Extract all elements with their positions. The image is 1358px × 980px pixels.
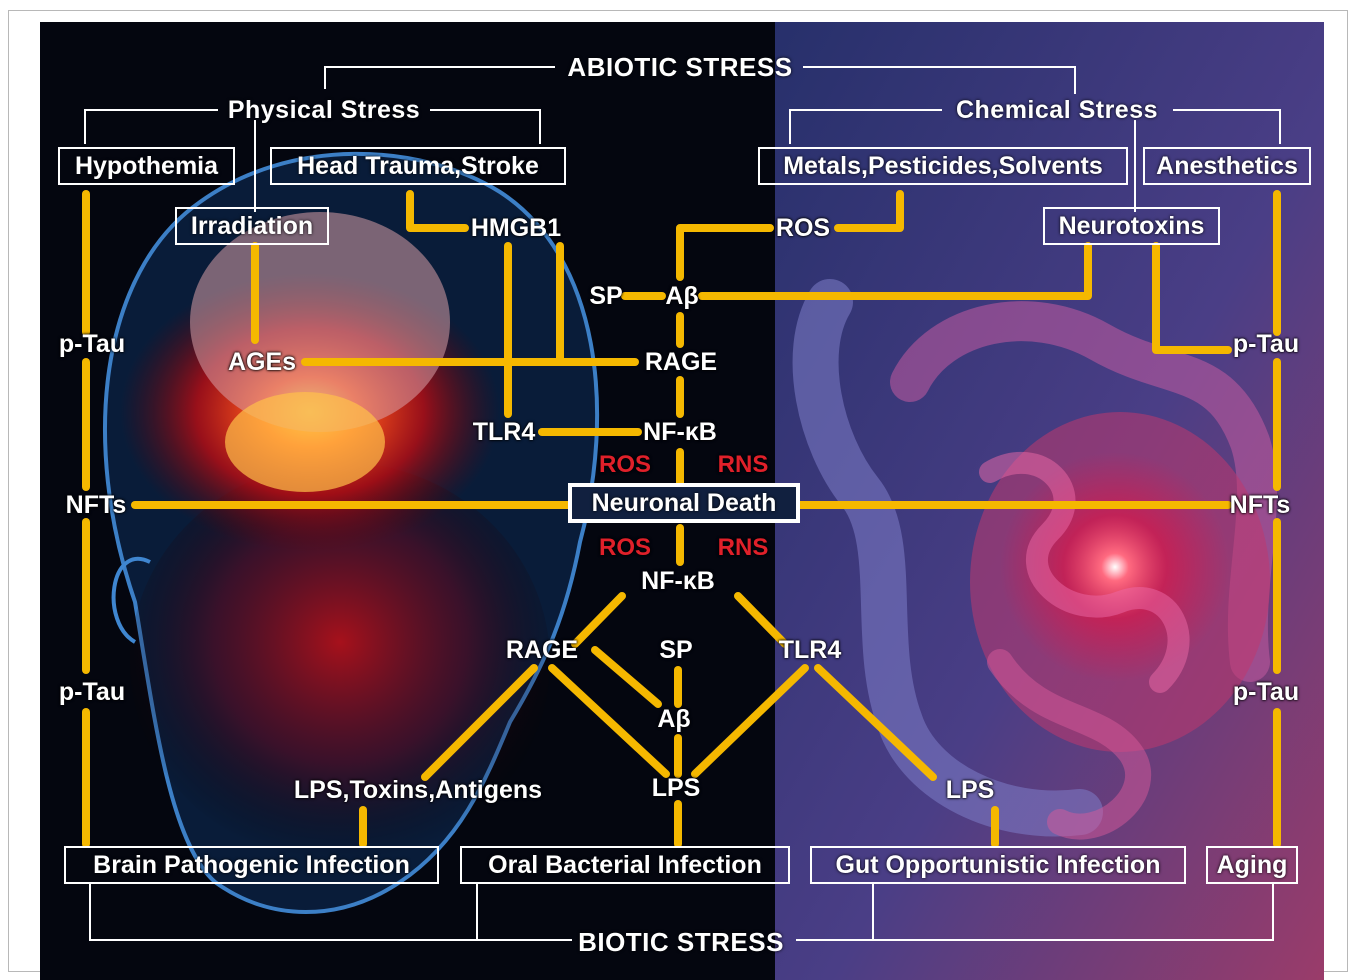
biotic-bracket-left: [90, 884, 572, 940]
head-trauma-box: Head Trauma,Stroke: [270, 147, 566, 185]
rns-red-label-top: RNS: [718, 450, 769, 480]
ptau-label-right-bottom: p-Tau: [1233, 677, 1299, 707]
biotic-stress-title: BIOTIC STRESS: [578, 927, 784, 957]
path-nfkb-rage: [575, 596, 622, 644]
abiotic-stress-title: ABIOTIC STRESS: [567, 52, 792, 82]
sp-label-top: SP: [589, 281, 622, 311]
path-rage-lps-center: [552, 668, 666, 774]
physical-stress-label: Physical Stress: [228, 95, 420, 125]
physical-bracket-left: [85, 110, 218, 144]
gut-opportunistic-infection-box: Gut Opportunistic Infection: [810, 846, 1186, 884]
path-ros-abeta: [680, 228, 770, 277]
oral-bacterial-infection-box: Oral Bacterial Infection: [460, 846, 790, 884]
ros-label-top: ROS: [776, 213, 830, 243]
lps-label-right: LPS: [946, 775, 995, 805]
rns-red-label-bottom: RNS: [718, 533, 769, 563]
path-tlr4-lps-right: [818, 668, 933, 777]
chemical-bracket-left: [790, 110, 942, 144]
irradiation-box: Irradiation: [175, 207, 329, 245]
ptau-label-left-bottom: p-Tau: [59, 677, 125, 707]
path-rage-abeta: [595, 650, 658, 704]
diagram-canvas: ABIOTIC STRESS Physical Stress Chemical …: [40, 22, 1324, 980]
nfts-label-left: NFTs: [66, 490, 127, 520]
abiotic-bracket-left: [325, 67, 555, 89]
sp-label-bottom: SP: [659, 635, 692, 665]
tlr4-label-bottom: TLR4: [779, 635, 842, 665]
path-headtrauma-hmgb1: [410, 194, 465, 228]
lps-label-center: LPS: [652, 773, 701, 803]
chemical-stress-label: Chemical Stress: [956, 95, 1158, 125]
rage-label-top: RAGE: [645, 347, 717, 377]
rage-label-bottom: RAGE: [506, 635, 578, 665]
ros-red-label-top: ROS: [599, 450, 651, 480]
biotic-bracket-right: [796, 884, 1273, 940]
aging-box: Aging: [1206, 846, 1298, 884]
ros-red-label-bottom: ROS: [599, 533, 651, 563]
anesthetics-box: Anesthetics: [1143, 147, 1311, 185]
path-rage-lps-toxins: [425, 668, 534, 777]
nfts-label-right: NFTs: [1230, 490, 1291, 520]
path-tlr4-lps-center: [695, 668, 805, 774]
path-abeta-neurotoxins: [702, 246, 1088, 296]
abeta-label-bottom: Aβ: [657, 704, 690, 734]
nfkb-label-bottom: NF-κB: [641, 566, 715, 596]
nfkb-label-top: NF-κB: [643, 417, 717, 447]
neuronal-death-box: Neuronal Death: [568, 483, 800, 523]
hmgb1-label: HMGB1: [471, 213, 561, 243]
brain-pathogenic-infection-box: Brain Pathogenic Infection: [64, 846, 439, 884]
ptau-label-right-top: p-Tau: [1233, 329, 1299, 359]
metals-pesticides-box: Metals,Pesticides,Solvents: [758, 147, 1128, 185]
hypothermia-box: Hypothemia: [58, 147, 235, 185]
chemical-bracket-right: [1173, 110, 1280, 144]
physical-bracket-right: [430, 110, 540, 144]
path-neurotoxins-ptau: [1156, 246, 1228, 350]
path-metals-ros: [838, 194, 900, 228]
neurotoxins-box: Neurotoxins: [1043, 207, 1220, 245]
ages-label: AGEs: [228, 347, 296, 377]
tlr4-label-top: TLR4: [473, 417, 536, 447]
abeta-label-top: Aβ: [665, 281, 698, 311]
ptau-label-left-top: p-Tau: [59, 329, 125, 359]
lps-toxins-antigens-label: LPS,Toxins,Antigens: [294, 775, 542, 805]
abiotic-bracket-right: [803, 67, 1075, 94]
